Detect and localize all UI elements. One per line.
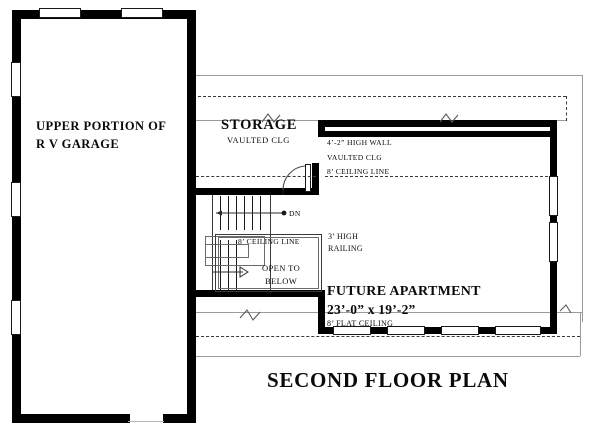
apartment-wall-top: [318, 120, 557, 127]
window-garage-left-1: [11, 62, 21, 97]
garage-wall-top: [12, 10, 196, 19]
stair-tread: [220, 196, 222, 230]
open-to-below-railing-inner: [218, 237, 319, 289]
high-wall-segment: [318, 131, 557, 137]
railing-label-line1: 3’ HIGH: [328, 232, 359, 241]
apartment-ceiling-dashed-line: [325, 176, 553, 177]
window-garage-left-3: [11, 300, 21, 335]
rv-garage-label-line1: UPPER PORTION OF: [36, 119, 167, 133]
storage-wall-bottom: [196, 188, 318, 195]
storage-ceiling-note: VAULTED CLG: [227, 135, 290, 145]
apartment-wall-left-lower: [196, 290, 325, 297]
open-to-below-line2: BELOW: [264, 275, 298, 286]
storage-wall-right-jamb: [312, 163, 319, 195]
storage-ceiling-dashed-line: [196, 176, 316, 177]
eave-line-bottom-inner: [196, 312, 582, 313]
window-garage-top-2: [121, 8, 163, 18]
window-garage-top-1: [39, 8, 81, 18]
railing-label-line2: RAILING: [328, 244, 363, 254]
garage-wall-bottom-left: [12, 414, 130, 423]
stair-tread: [252, 196, 254, 230]
annotation-open-to-below: OPEN TO BELOW: [262, 262, 300, 288]
apartment-ceiling-note: 8’ FLAT CEILING: [327, 319, 394, 328]
window-apartment-right-2: [549, 222, 558, 262]
window-apartment-bottom-2: [387, 326, 425, 335]
window-apartment-bottom-4: [495, 326, 541, 335]
apartment-wall-bottom: [318, 327, 557, 334]
apartment-dimensions: 23’-0” x 19’-2”: [327, 302, 416, 317]
door-swing-icon: [282, 165, 306, 191]
stair-tread: [244, 196, 246, 230]
room-label-rv-garage: UPPER PORTION OF R V GARAGE: [36, 117, 166, 153]
stair-tread: [236, 196, 238, 230]
eave-dashed-line-bottom: [196, 336, 580, 337]
stair-direction-label: DN: [289, 209, 301, 218]
window-apartment-bottom-3: [441, 326, 479, 335]
stair-rail-line-2: [205, 244, 249, 258]
eave-dashed-line-top: [198, 96, 566, 97]
rv-garage-label-line2: R V GARAGE: [36, 137, 120, 152]
open-to-below-railing: [215, 234, 322, 292]
page-title: SECOND FLOOR PLAN: [267, 368, 509, 392]
annotation-ceiling-line-stair: 8’ CEILING LINE: [238, 237, 300, 246]
annotation-high-wall: 4’-2” HIGH WALL: [327, 138, 392, 147]
garage-door-opening-line: [128, 421, 164, 422]
apartment-wall-left-upper: [318, 120, 325, 137]
annotation-ceiling-line-upper: 8’ CEILING LINE: [327, 167, 390, 176]
eave-dashed-line-right: [566, 96, 567, 121]
window-garage-left-2: [11, 182, 21, 217]
window-apartment-bottom-1: [333, 326, 371, 335]
garage-wall-bottom-right: [163, 414, 196, 423]
room-label-future-apartment: FUTURE APARTMENT: [327, 284, 481, 299]
annotation-railing: 3’ HIGH RAILING: [328, 231, 363, 256]
apartment-wall-left-stub: [318, 290, 325, 334]
room-label-storage: STORAGE: [221, 117, 298, 133]
eave-line-bottom-outer: [196, 356, 580, 357]
eave-line-bottom-right-return: [580, 312, 581, 356]
stair-edge-left: [212, 195, 213, 290]
dn-arrow-origin-dot-icon: [281, 210, 287, 216]
annotation-vaulted-clg: VAULTED CLG: [327, 153, 383, 162]
eave-line-right-outer: [582, 75, 583, 322]
open-to-below-line1: OPEN TO: [262, 263, 301, 273]
stair-tread: [228, 196, 230, 230]
storage-door-panel: [305, 164, 311, 192]
stair-tread: [260, 196, 262, 230]
eave-line-top-outer: [196, 75, 582, 76]
stair-edge-right: [270, 195, 271, 290]
window-apartment-right-1: [549, 176, 558, 216]
garage-wall-right: [187, 10, 196, 423]
